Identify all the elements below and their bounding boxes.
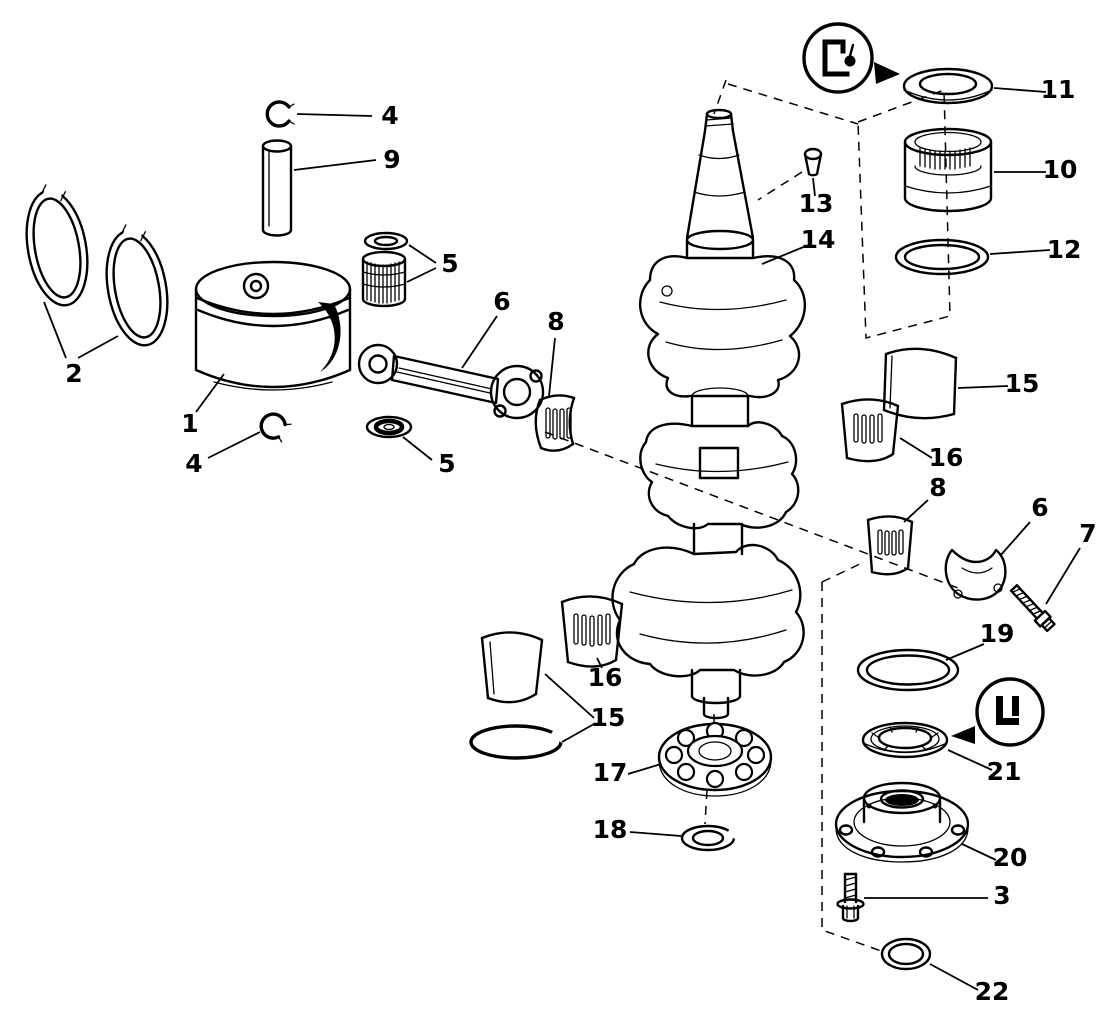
- retaining-clip-bottom: [259, 412, 292, 443]
- callout-4-top: 4: [381, 101, 398, 130]
- o-ring-22: [880, 937, 932, 971]
- callout-7: 7: [1079, 519, 1096, 548]
- seal-tool-inset: [802, 22, 900, 94]
- piston: [194, 260, 352, 391]
- bearing-cage-half-left: [534, 394, 576, 452]
- callout-22: 22: [975, 977, 1010, 1006]
- seal-tool-inset-2: [951, 677, 1045, 747]
- bearing-liner-half-right: [882, 347, 958, 420]
- callout-18: 18: [593, 815, 628, 844]
- split-ring-15: [469, 724, 571, 760]
- bearing-washer: [365, 415, 413, 439]
- retaining-clip-top: [265, 100, 295, 128]
- piston-ring-b: [105, 224, 169, 347]
- washer-18: [680, 824, 743, 852]
- bearing-liner-half-left: [480, 631, 544, 704]
- callout-16-r: 16: [929, 443, 964, 472]
- callout-5-top: 5: [441, 249, 458, 278]
- seal-ring: [902, 67, 994, 105]
- callout-8-left: 8: [547, 307, 564, 336]
- arrow-icon: [874, 62, 900, 84]
- screw-7: [1009, 584, 1056, 633]
- rod-cap: [944, 548, 1007, 601]
- callout-20: 20: [993, 843, 1028, 872]
- callout-6-rod: 6: [493, 287, 510, 316]
- ball-bearing: [657, 721, 773, 797]
- screw-3: [836, 872, 865, 923]
- crankshaft: [611, 108, 807, 720]
- callout-15-l: 15: [591, 703, 626, 732]
- callout-5-bot: 5: [438, 449, 455, 478]
- callouts: 2 4 9 1 4 5 5 6 8 13 14 11 10 12 15 16 8…: [65, 75, 1096, 1006]
- bearing-cage-half-right-lower: [866, 515, 914, 576]
- callout-19: 19: [980, 619, 1015, 648]
- callout-6-cap: 6: [1031, 493, 1048, 522]
- callout-15-r: 15: [1005, 369, 1040, 398]
- callout-8-r: 8: [929, 473, 946, 502]
- seal-21: [861, 721, 949, 759]
- callout-4-bot: 4: [185, 449, 202, 478]
- callout-14: 14: [801, 225, 836, 254]
- callout-10: 10: [1043, 155, 1078, 184]
- bearing-cage-half-left-lower: [560, 595, 624, 668]
- callout-9: 9: [383, 145, 400, 174]
- arrow-icon: [951, 726, 975, 744]
- leader-lines: [43, 87, 1081, 991]
- bearing-head: [834, 781, 970, 863]
- o-ring-12: [894, 238, 990, 276]
- callout-12: 12: [1047, 235, 1082, 264]
- thrust-washer-and-needle-cage: [361, 231, 409, 308]
- bearing-cage-half-right: [840, 398, 900, 463]
- callout-16-l: 16: [588, 663, 623, 692]
- callout-17: 17: [593, 758, 628, 787]
- callout-1: 1: [181, 409, 198, 438]
- callout-2: 2: [65, 359, 82, 388]
- o-ring-19: [856, 648, 960, 692]
- callout-21: 21: [987, 757, 1022, 786]
- piston-pin: [261, 139, 293, 237]
- connecting-rod: [357, 343, 545, 420]
- callout-11: 11: [1041, 75, 1076, 104]
- callout-13: 13: [799, 189, 834, 218]
- callout-3: 3: [993, 881, 1010, 910]
- needle-bearing-sleeve: [903, 127, 993, 213]
- piston-ring-a: [25, 184, 89, 307]
- pin: [803, 147, 823, 177]
